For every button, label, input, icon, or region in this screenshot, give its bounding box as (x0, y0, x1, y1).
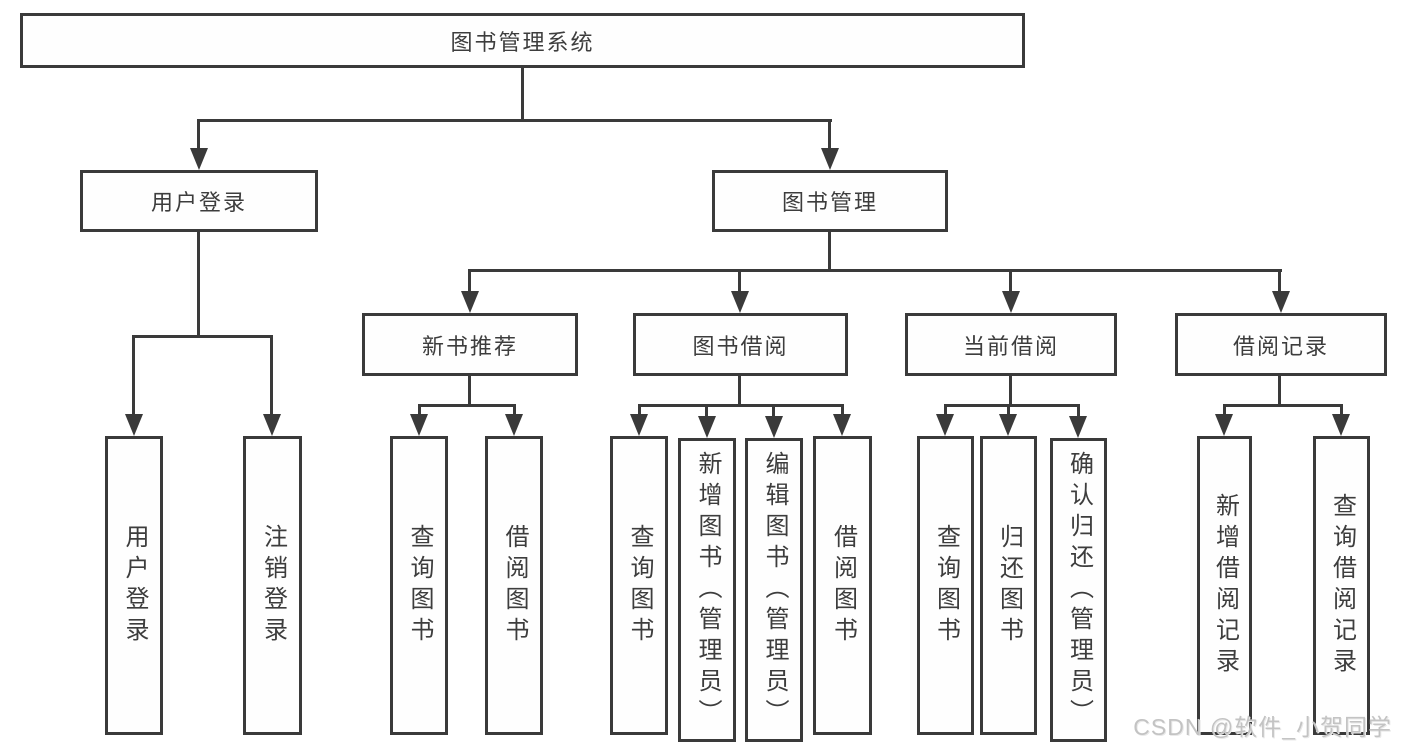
connector-user-login-bus (132, 335, 273, 338)
arrow-down-icon (936, 414, 954, 436)
arrow-down-icon (125, 414, 143, 436)
leaf-query-books-3: 查询图书 (917, 436, 974, 735)
arrow-down-icon (1332, 414, 1350, 436)
connector-drop-book-borrow (738, 269, 741, 295)
leaf-label: 借阅图书 (829, 523, 857, 648)
connector-drop-query-books-3 (944, 404, 947, 416)
connector-current-borrow-bus (944, 404, 1080, 407)
arrow-down-icon (505, 414, 523, 436)
connector-drop-borrow-books-2 (841, 404, 844, 416)
arrow-down-icon (461, 291, 479, 313)
connector-drop-query-books-1 (418, 404, 421, 416)
connector-level3-bus (468, 269, 1282, 272)
arrow-down-icon (190, 148, 208, 170)
connector-drop-query-books-2 (638, 404, 641, 416)
arrow-down-icon (630, 414, 648, 436)
node-borrow-records: 借阅记录 (1175, 313, 1387, 376)
leaf-label: 确认归还（管理员） (1065, 450, 1093, 730)
leaf-edit-book-admin: 编辑图书（管理员） (745, 438, 803, 742)
connector-drop-new-book (468, 269, 471, 295)
leaf-query-books-2: 查询图书 (610, 436, 668, 735)
leaf-label: 归还图书 (995, 523, 1023, 648)
leaf-label: 新增借阅记录 (1211, 492, 1239, 679)
leaf-label: 查询图书 (626, 523, 653, 648)
leaf-label: 新增图书（管理员） (694, 450, 721, 730)
watermark: CSDN @软件_小贺同学 (1133, 714, 1392, 740)
leaf-query-borrow-record: 查询借阅记录 (1313, 436, 1370, 735)
leaf-label: 注销登录 (259, 523, 287, 648)
connector-drop-return-book (1007, 404, 1010, 416)
leaf-return-book: 归还图书 (980, 436, 1037, 735)
leaf-confirm-return-admin: 确认归还（管理员） (1050, 438, 1107, 742)
connector-drop-leaf-user-login (132, 335, 135, 416)
connector-drop-borrow-books-1 (513, 404, 516, 416)
arrow-down-icon (731, 291, 749, 313)
connector-book-borrow-stem (738, 376, 741, 407)
arrow-down-icon (1272, 291, 1290, 313)
connector-book-management-stem (828, 232, 831, 272)
arrow-down-icon (1069, 416, 1087, 438)
leaf-label: 借阅图书 (501, 523, 528, 648)
leaf-label: 编辑图书（管理员） (761, 450, 788, 730)
connector-new-book-bus (418, 404, 516, 407)
arrow-down-icon (1215, 414, 1233, 436)
connector-drop-book-management (828, 119, 831, 150)
leaf-add-borrow-record: 新增借阅记录 (1197, 436, 1252, 735)
connector-book-borrow-bus (638, 404, 844, 407)
connector-level2-bus (197, 119, 832, 122)
connector-borrow-records-bus (1223, 404, 1342, 407)
connector-drop-query-record (1340, 404, 1343, 416)
leaf-logout: 注销登录 (243, 436, 302, 735)
arrow-down-icon (821, 148, 839, 170)
leaf-user-login: 用户登录 (105, 436, 163, 735)
arrow-down-icon (999, 414, 1017, 436)
connector-new-book-stem (468, 376, 471, 407)
node-new-book-recommend: 新书推荐 (362, 313, 578, 376)
leaf-borrow-books-1: 借阅图书 (485, 436, 543, 735)
arrow-down-icon (263, 414, 281, 436)
node-user-login: 用户登录 (80, 170, 318, 232)
arrow-down-icon (833, 414, 851, 436)
leaf-add-book-admin: 新增图书（管理员） (678, 438, 736, 742)
leaf-query-books-1: 查询图书 (390, 436, 448, 735)
arrow-down-icon (698, 416, 716, 438)
arrow-down-icon (1002, 291, 1020, 313)
arrow-down-icon (765, 416, 783, 438)
connector-drop-edit-book (772, 404, 775, 418)
leaf-label: 查询图书 (932, 523, 960, 648)
connector-root-trunk (521, 68, 524, 122)
leaf-borrow-books-2: 借阅图书 (813, 436, 872, 735)
connector-drop-user-login (197, 119, 200, 150)
connector-drop-borrow-records (1278, 269, 1281, 295)
leaf-label: 查询借阅记录 (1328, 492, 1356, 679)
connector-current-borrow-stem (1009, 376, 1012, 407)
connector-drop-current-borrow (1009, 269, 1012, 295)
connector-drop-add-record (1223, 404, 1226, 416)
leaf-label: 用户登录 (121, 523, 148, 648)
connector-drop-confirm-return (1077, 404, 1080, 418)
node-book-management: 图书管理 (712, 170, 948, 232)
connector-drop-add-book (705, 404, 708, 418)
connector-borrow-records-stem (1278, 376, 1281, 407)
connector-user-login-stem (197, 232, 200, 337)
leaf-label: 查询图书 (406, 523, 433, 648)
connector-drop-leaf-logout (270, 335, 273, 416)
arrow-down-icon (410, 414, 428, 436)
node-library-system: 图书管理系统 (20, 13, 1025, 68)
node-current-borrow: 当前借阅 (905, 313, 1117, 376)
node-book-borrow: 图书借阅 (633, 313, 848, 376)
